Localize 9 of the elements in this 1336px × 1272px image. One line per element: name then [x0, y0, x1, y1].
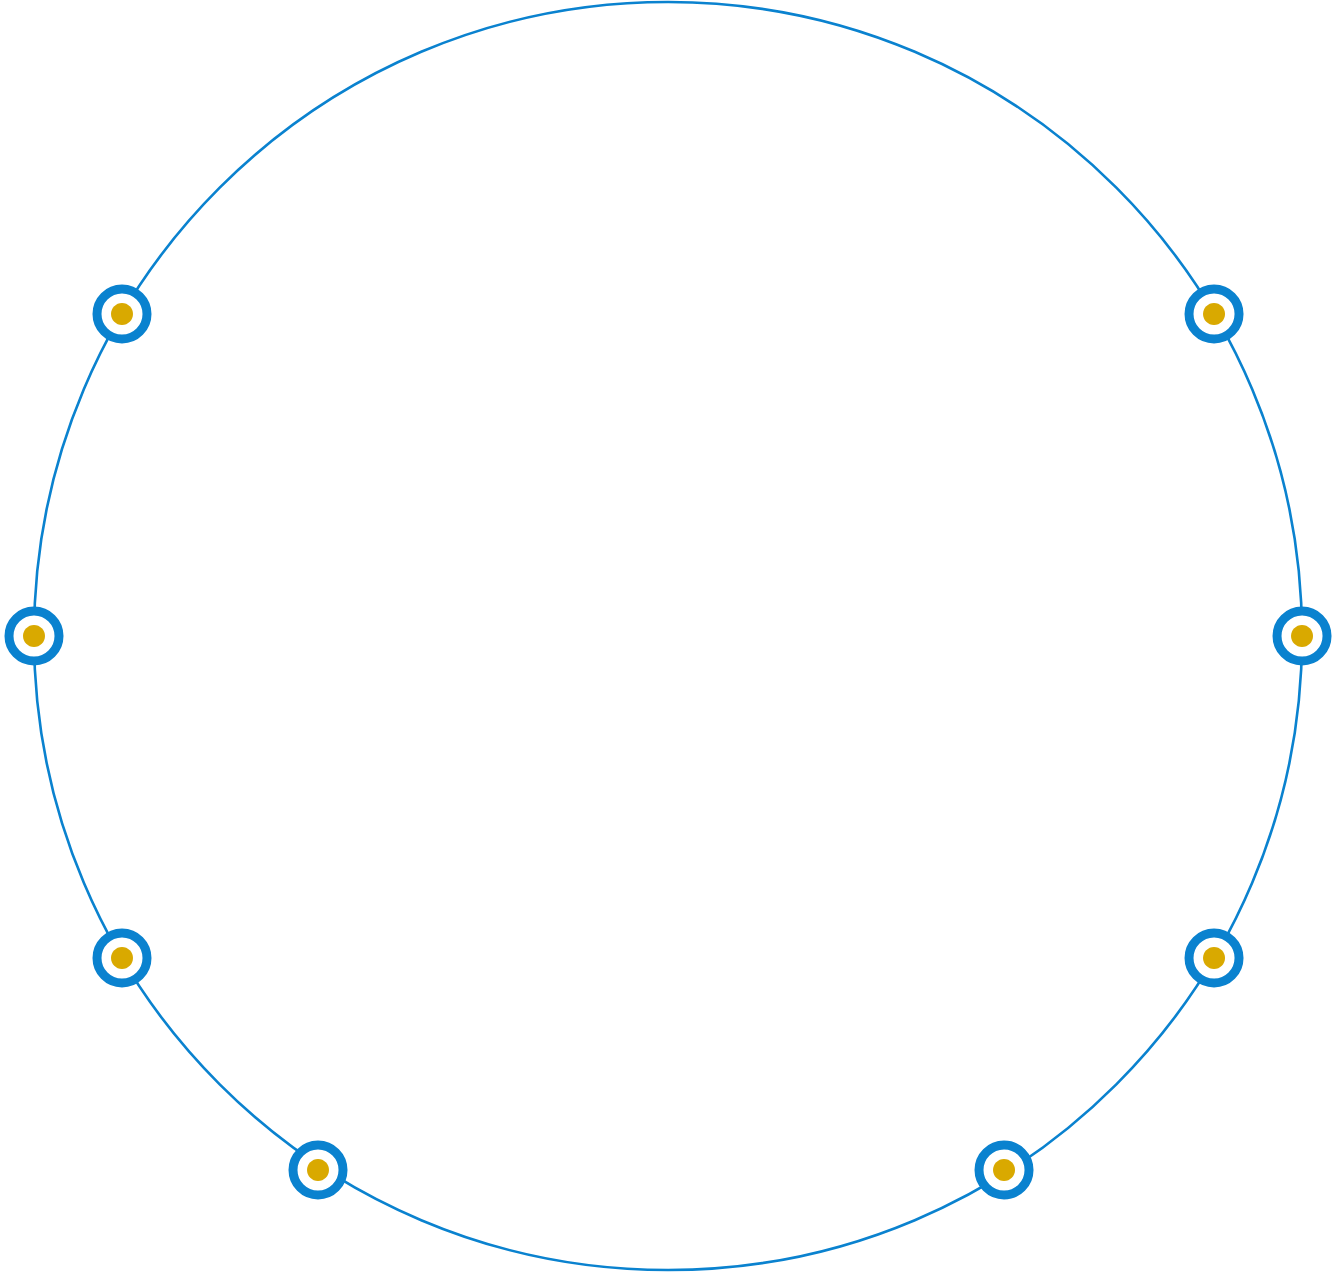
ring-marker: [1184, 284, 1244, 344]
ring-marker: [1272, 606, 1332, 666]
ring-marker: [1184, 928, 1244, 988]
circle: [32, 0, 1304, 1272]
ring-marker: [288, 1140, 348, 1200]
ring-marker: [4, 606, 64, 666]
ring-marker: [92, 928, 152, 988]
ring-marker: [974, 1140, 1034, 1200]
ring-marker: [92, 284, 152, 344]
